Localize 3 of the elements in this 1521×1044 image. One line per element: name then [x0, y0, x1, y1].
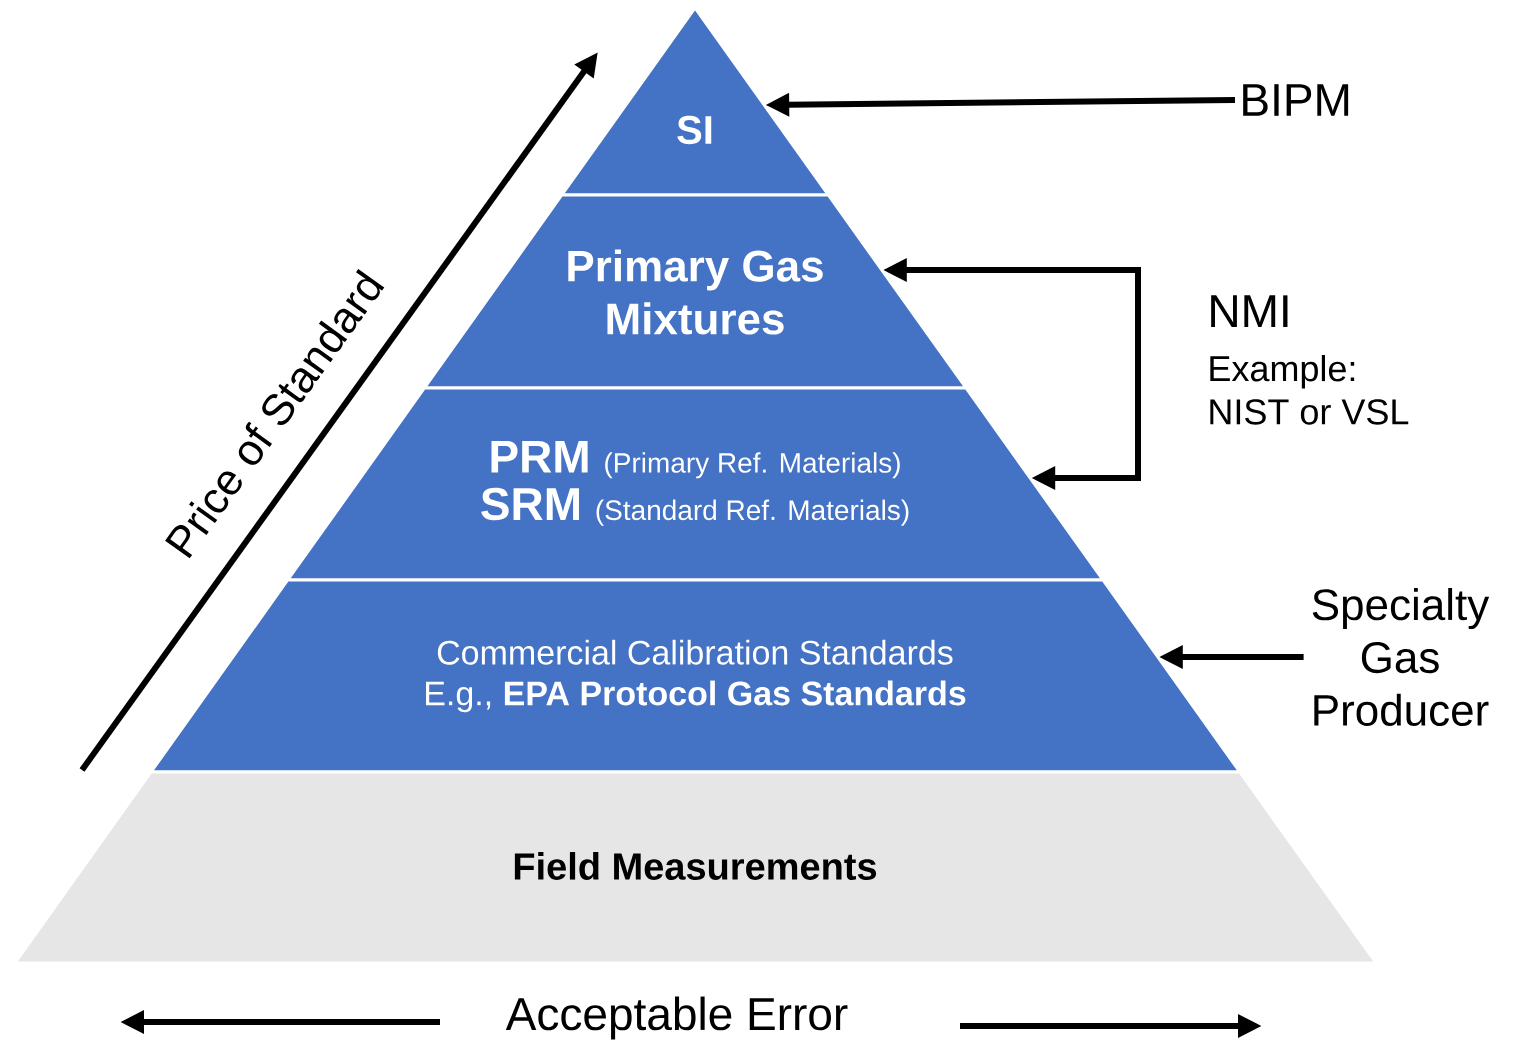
source-label: Specialty Gas Producer	[1312, 588, 1490, 726]
source-label: NMI Example: NIST or VSL	[1210, 295, 1409, 425]
source-label: BIPM	[1243, 84, 1349, 116]
